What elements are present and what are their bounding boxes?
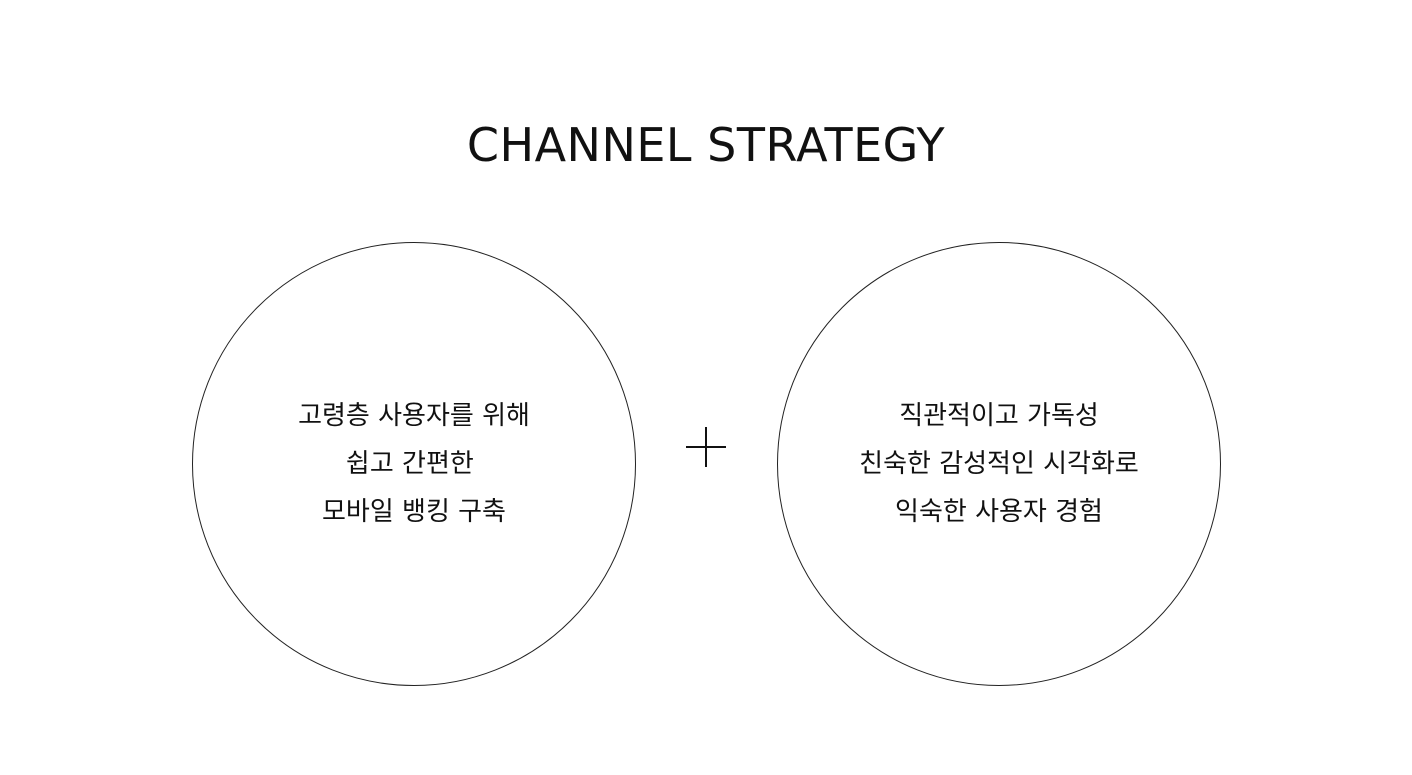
circle-text-line: 고령층 사용자를 위해 bbox=[298, 401, 530, 431]
circle-text-line: 쉽고 간편한 bbox=[345, 449, 483, 479]
circle-text-line: 익숙한 사용자 경험 bbox=[895, 497, 1103, 527]
circle-text-line: 직관적이고 가독성 bbox=[899, 401, 1099, 431]
right-strategy-circle: 직관적이고 가독성 친숙한 감성적인 시각화로 익숙한 사용자 경험 bbox=[777, 242, 1221, 686]
circle-text-line: 모바일 뱅킹 구축 bbox=[322, 497, 506, 527]
plus-icon bbox=[686, 427, 726, 467]
circle-text-line: 친숙한 감성적인 시각화로 bbox=[859, 449, 1139, 479]
page-title: CHANNEL STRATEGY bbox=[466, 118, 946, 172]
left-strategy-circle: 고령층 사용자를 위해 쉽고 간편한 모바일 뱅킹 구축 bbox=[192, 242, 636, 686]
